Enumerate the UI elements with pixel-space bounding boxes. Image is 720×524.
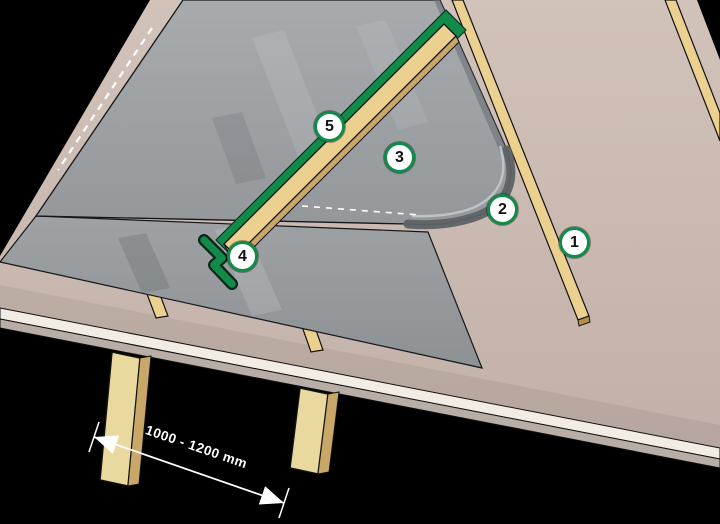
callout-2: 2 xyxy=(487,194,518,225)
callout-5: 5 xyxy=(314,111,345,142)
callout-3: 3 xyxy=(384,142,415,173)
counter-batten-far xyxy=(664,0,720,142)
fixing-clip xyxy=(198,234,238,290)
panel-fold-edge xyxy=(403,145,516,230)
dimension-line xyxy=(93,435,285,505)
callout-1: 1 xyxy=(559,227,590,258)
hidden-edge-dashed-line xyxy=(301,205,421,216)
deck-edge xyxy=(0,307,720,469)
counter-batten xyxy=(451,0,591,327)
hidden-seam-dashed-line xyxy=(57,27,153,171)
rafter-right xyxy=(289,387,340,475)
callout-4: 4 xyxy=(227,241,258,272)
